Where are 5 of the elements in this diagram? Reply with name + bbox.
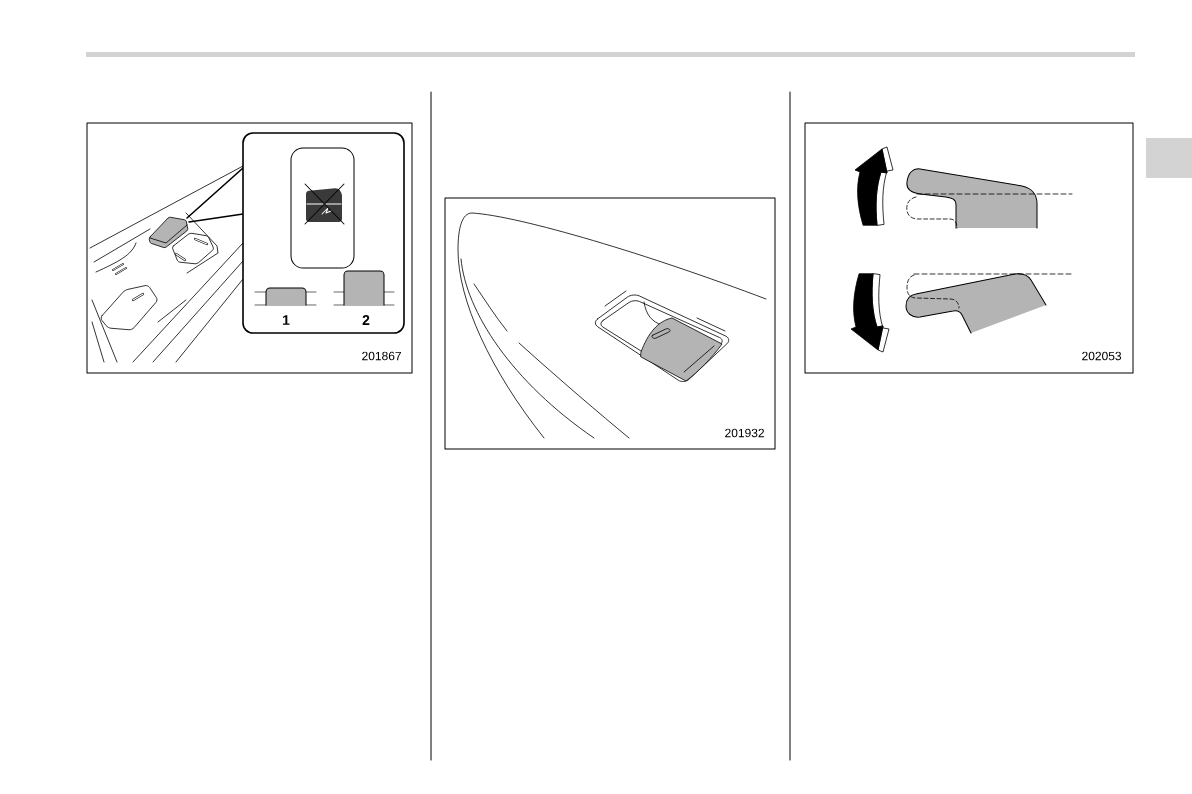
position-number: 1 [283,315,290,325]
figure-number: 202053 [1082,351,1122,361]
position-number: 2 [362,315,370,325]
figure-number: 201932 [725,428,764,438]
figure-number: 201867 [362,351,401,361]
